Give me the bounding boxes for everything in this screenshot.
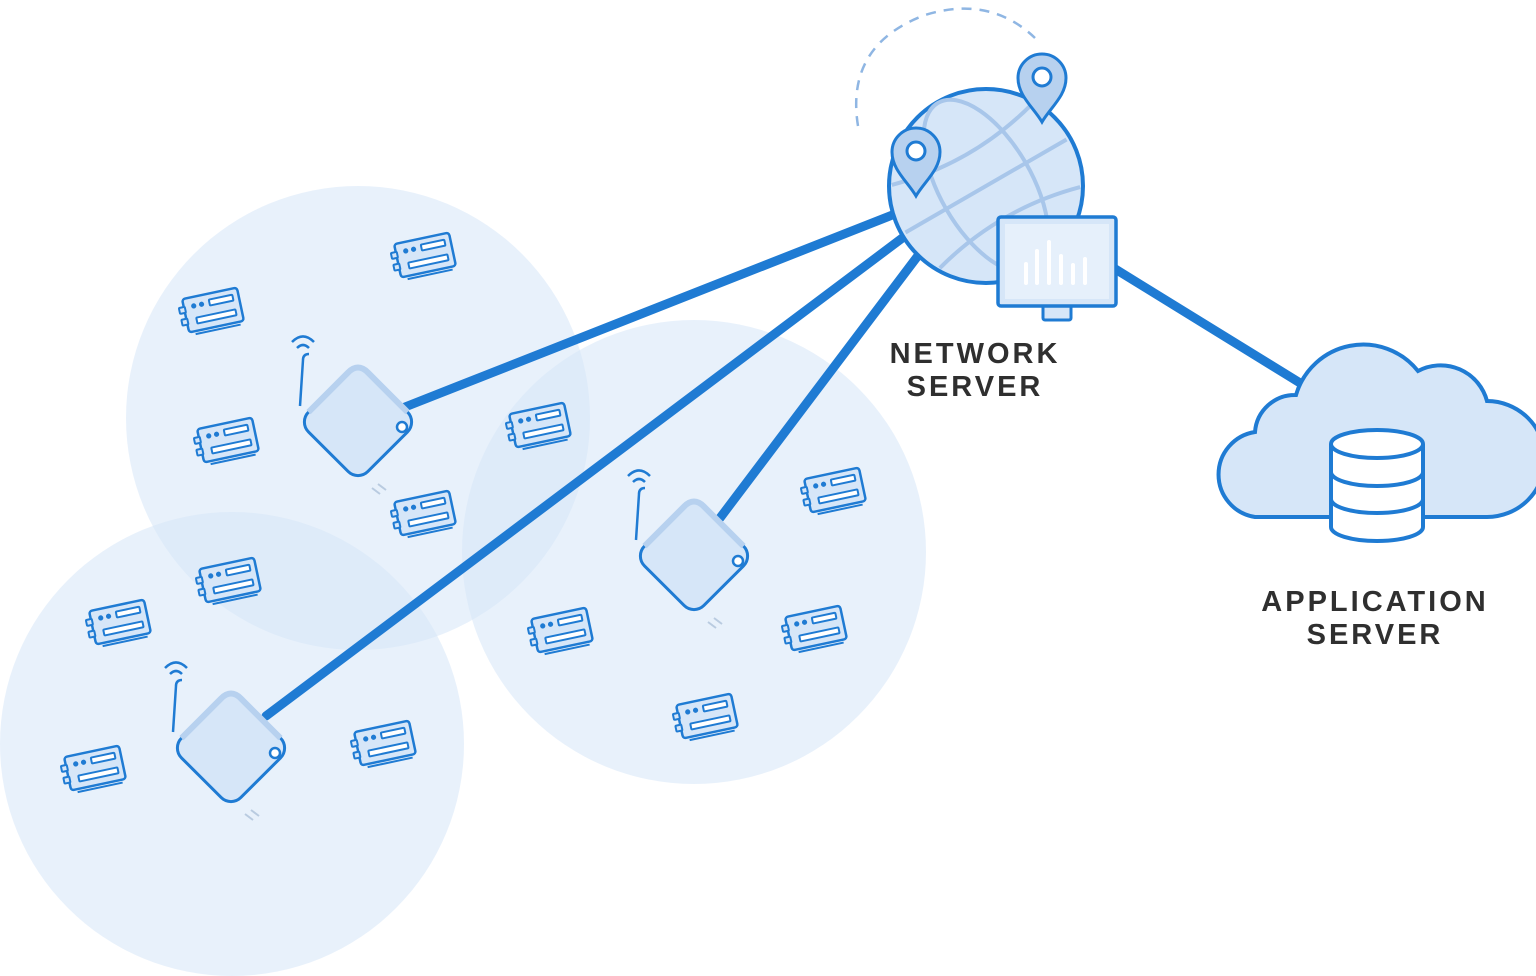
application-server-label: APPLICATION SERVER	[1220, 586, 1530, 652]
gateway-link	[715, 248, 925, 523]
gateway-link	[261, 231, 910, 721]
network-server-label-line2: SERVER	[906, 371, 1044, 403]
network-links	[261, 207, 1310, 721]
application-server-label-line2: SERVER	[1306, 619, 1444, 651]
application-server	[1216, 342, 1536, 543]
monitor-chart-icon	[996, 215, 1118, 322]
coverage-areas	[0, 186, 926, 976]
network-server-label: NETWORK SERVER	[855, 338, 1095, 404]
application-server-label-line1: APPLICATION	[1261, 586, 1489, 618]
application-link	[1107, 262, 1310, 391]
network-server	[854, 7, 1118, 322]
gateway-link	[400, 207, 905, 412]
database-icon	[1329, 428, 1425, 543]
orbit-arc	[854, 7, 1036, 127]
network-server-label-line1: NETWORK	[889, 338, 1061, 370]
